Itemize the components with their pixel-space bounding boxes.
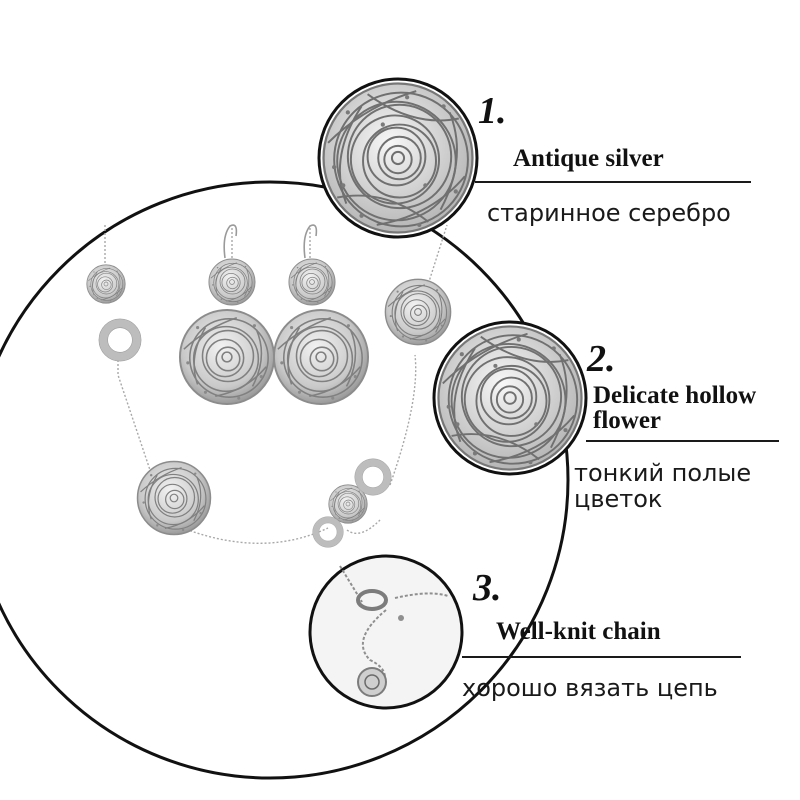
feature-3-number: 3. [473,567,502,609]
feature-1-title: Antique silver [513,145,664,172]
pendant-right [384,278,452,346]
ring-right-2 [313,517,344,548]
closeup-3-chain-clasp [308,554,464,710]
pendant-large-bottom-left [136,460,212,536]
pendant-small-top-left [86,264,126,304]
ring-right-1 [355,459,391,495]
feature-1-divider [475,181,751,183]
closeup-2-hollow-flower [432,320,588,476]
feature-3-divider [462,656,741,658]
earring-left-top [208,258,256,306]
earring-right-bottom [272,308,370,406]
feature-1-subtitle: старинное серебро [487,199,731,227]
ring-left [99,319,141,361]
feature-3-subtitle: хорошо вязать цепь [462,674,718,702]
feature-2-title-line1: Delicate hollow [593,382,757,409]
feature-3-title: Well-knit chain [496,618,661,645]
feature-2-subtitle-line2: цветок [574,485,663,513]
closeup-1-antique-silver [317,77,479,239]
feature-2-divider [586,440,779,442]
feature-2-number: 2. [587,338,616,380]
earring-right-top [288,258,336,306]
main-display-circle [0,180,570,780]
earring-left-bottom [178,308,276,406]
feature-2-subtitle-line1: тонкий полые [574,459,752,487]
feature-2-title-line2: flower [593,407,662,434]
feature-1-number: 1. [478,90,507,132]
